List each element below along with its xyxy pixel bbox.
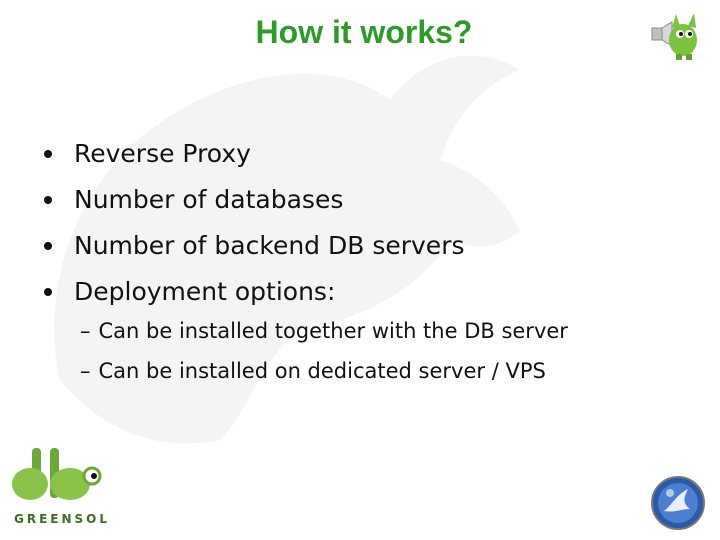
bullet-text: Reverse Proxy — [74, 139, 251, 168]
bullet-dot — [44, 288, 52, 296]
bullet-dot — [44, 196, 52, 204]
sub-bullet-item: –Can be installed on dedicated server / … — [80, 351, 568, 391]
bullet-item: Number of databases — [44, 177, 465, 223]
sub-bullet-item: –Can be installed together with the DB s… — [80, 311, 568, 351]
dash-marker: – — [80, 319, 91, 343]
sub-bullet-list: –Can be installed together with the DB s… — [80, 311, 568, 391]
sub-bullet-text: Can be installed on dedicated server / V… — [98, 359, 546, 383]
owasp-badge-icon — [651, 476, 705, 530]
sub-bullet-text: Can be installed together with the DB se… — [98, 319, 568, 343]
bullet-dot — [44, 242, 52, 250]
bullet-dot — [44, 150, 52, 158]
logo-text: GREENSOL — [14, 512, 111, 526]
bullet-text: Deployment options: — [74, 277, 336, 306]
dash-marker: – — [80, 359, 91, 383]
green-monster-megaphone-icon — [651, 13, 697, 60]
slide-title: How it works? — [255, 14, 473, 50]
bullet-text: Number of databases — [74, 185, 344, 214]
bullet-item: Deployment options: — [44, 269, 465, 315]
bullet-item: Reverse Proxy — [44, 131, 465, 177]
bullet-list: Reverse Proxy Number of databases Number… — [44, 131, 465, 315]
bullet-text: Number of backend DB servers — [74, 231, 465, 260]
bullet-item: Number of backend DB servers — [44, 223, 465, 269]
greensql-db-logo — [12, 448, 102, 500]
